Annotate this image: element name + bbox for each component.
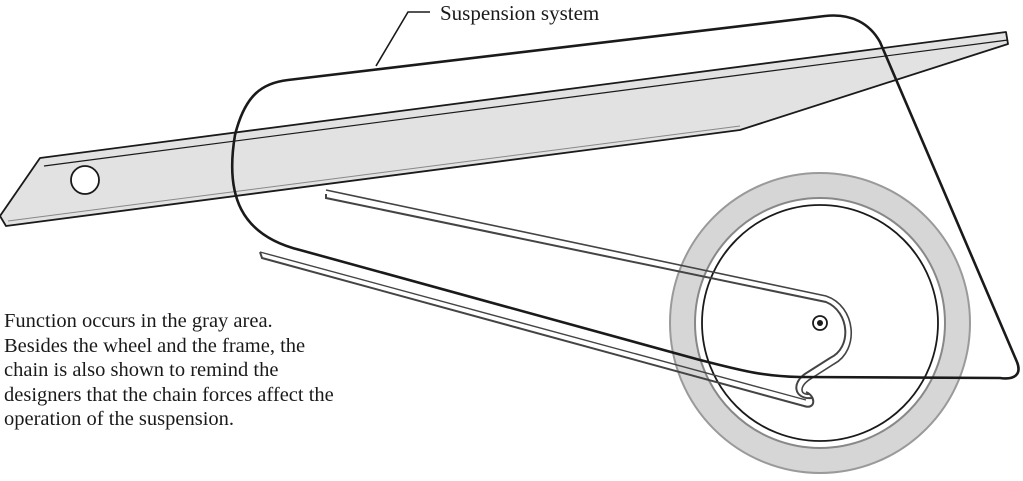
frame-beam-body <box>0 31 1009 227</box>
chain-lower-run-inner <box>259 251 807 401</box>
caption-line: chain is also shown to remind the <box>4 359 279 381</box>
frame-beam-edge <box>43 39 1009 167</box>
suspension-system-label: Suspension system <box>440 1 600 25</box>
frame-pivot-hole <box>70 165 100 195</box>
chain-upper-run <box>325 194 847 400</box>
axle-inner <box>817 320 823 326</box>
caption-line: Besides the wheel and the frame, the <box>4 334 306 357</box>
callout-leader-line <box>375 11 430 67</box>
caption-line: designers that the chain forces affect t… <box>4 383 334 406</box>
chain <box>259 189 853 408</box>
caption-line: Function occurs in the gray area. <box>4 310 273 332</box>
frame-beam-lower-edge <box>7 125 741 222</box>
suspension-boundary-outline <box>230 14 1020 380</box>
chain-upper-run-inner <box>325 189 853 396</box>
caption: Function occurs in the gray area. Beside… <box>4 309 424 432</box>
caption-line: operation of the suspension. <box>4 408 235 430</box>
chain-lower-run <box>259 251 815 408</box>
frame-beam <box>0 31 1009 227</box>
rear-wheel <box>669 172 971 474</box>
